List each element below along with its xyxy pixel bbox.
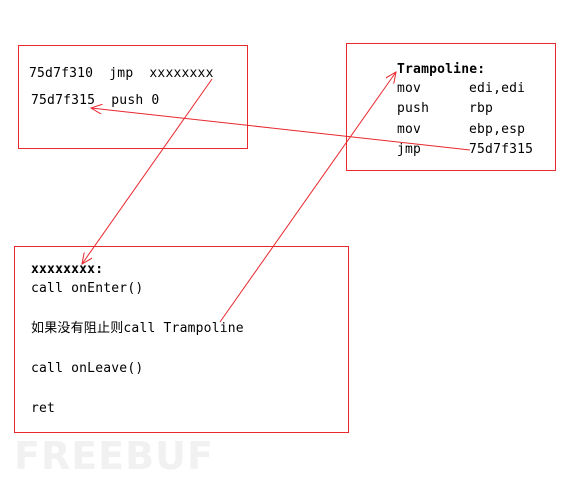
trampoline-op-3: mov	[397, 122, 422, 137]
hook-label: xxxxxxxx:	[31, 262, 104, 277]
hook-function-box: xxxxxxxx: call onEnter() 如果没有阻止则call Tra…	[14, 246, 349, 433]
trampoline-arg-1: edi,edi	[469, 81, 526, 96]
trampoline-op-2: push	[397, 101, 430, 116]
trampoline-op-4: jmp	[397, 142, 422, 157]
hook-call-onleave: call onLeave()	[31, 361, 144, 376]
original-push-line: 75d7f315 push 0	[31, 93, 160, 108]
trampoline-title: Trampoline:	[397, 62, 486, 77]
hook-ret: ret	[31, 401, 56, 416]
trampoline-arg-2: rbp	[469, 101, 494, 116]
hook-call-onenter: call onEnter()	[31, 281, 144, 296]
freebuf-watermark: FREEBUF	[14, 434, 214, 478]
hook-call-trampoline: 如果没有阻止则call Trampoline	[31, 321, 244, 336]
trampoline-arg-3: ebp,esp	[469, 122, 526, 137]
original-jmp-line: 75d7f310 jmp xxxxxxxx	[29, 66, 214, 81]
original-code-box: 75d7f310 jmp xxxxxxxx 75d7f315 push 0	[18, 45, 248, 149]
trampoline-op-1: mov	[397, 81, 422, 96]
trampoline-box: Trampoline: mov edi,edi push rbp mov ebp…	[346, 43, 556, 171]
trampoline-arg-4: 75d7f315	[469, 142, 534, 157]
